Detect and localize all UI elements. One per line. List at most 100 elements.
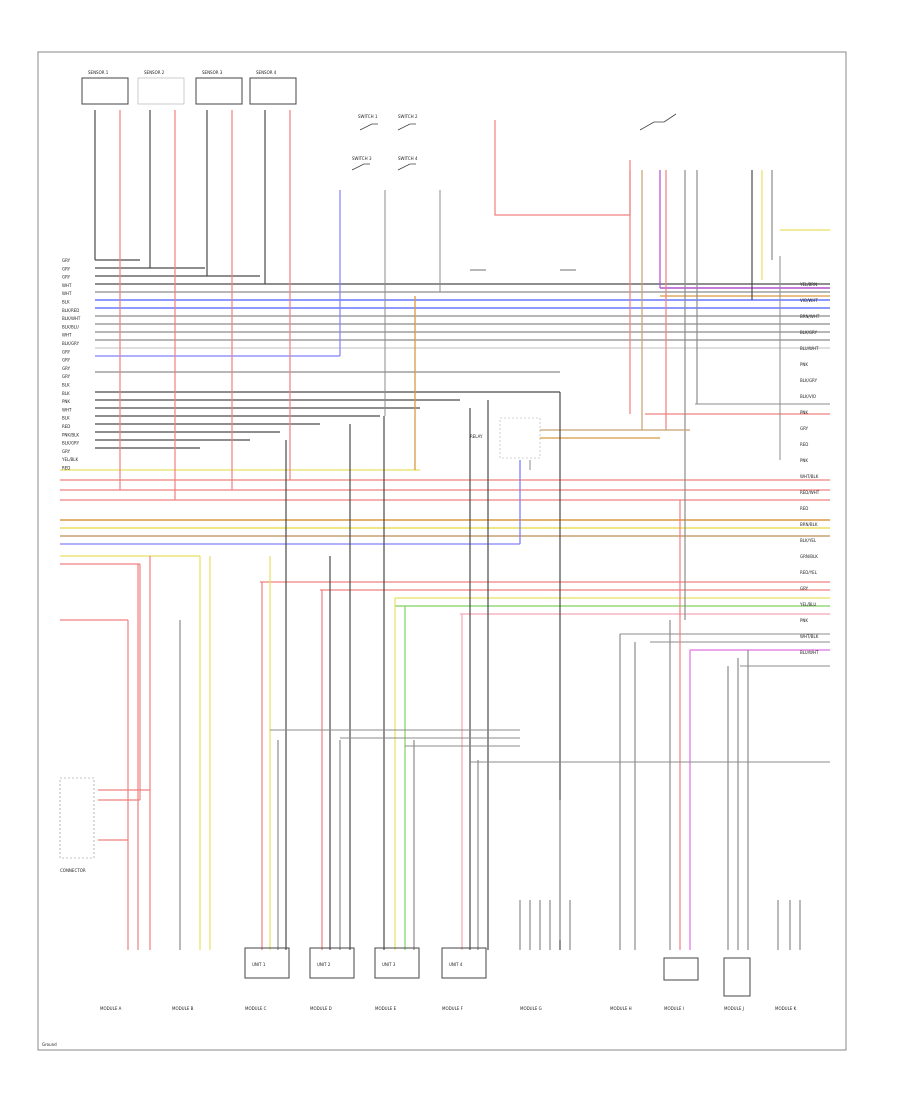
right-row-label: VIO/WHT	[800, 298, 818, 303]
mid-relay-box	[499, 417, 541, 459]
right-row-label: RED	[800, 442, 808, 447]
right-row-label: RED/WHT	[800, 490, 820, 495]
right-row-label: WHT/BLK	[800, 634, 819, 639]
bottom-module-label: MODULE J	[724, 1006, 744, 1011]
left-row-label: BLK	[62, 391, 70, 396]
left-row-label: GRY	[62, 258, 71, 263]
right-row-label: BLU/WHT	[800, 650, 819, 655]
right-row-label: BRN/WHT	[800, 314, 820, 319]
left-row-label: WHT	[62, 291, 72, 296]
component-label-3: UNIT 3	[382, 962, 396, 967]
right-row-label: BLK/VIO	[800, 394, 816, 399]
right-row-label: BLK/GRY	[800, 378, 818, 383]
bottom-module-label: MODULE C	[245, 1006, 267, 1011]
bottom-module-label: MODULE G	[520, 1006, 542, 1011]
left-row-label: GRY	[62, 366, 71, 371]
bottom-module-label: MODULE A	[100, 1006, 122, 1011]
bottom-module-label: MODULE D	[310, 1006, 332, 1011]
left-row-label: YEL/BLK	[61, 457, 79, 462]
left-row-label: BLK	[62, 416, 70, 421]
corner-label: Ground	[42, 1042, 57, 1047]
left-row-label: PNK	[62, 399, 70, 404]
right-row-label: RED/YEL	[800, 570, 818, 575]
switch-label-3: SWITCH 3	[352, 156, 372, 161]
bottom-component-group: UNIT 1 UNIT 2 UNIT 3 UNIT 4	[244, 947, 751, 997]
right-row-label: GRY	[800, 426, 809, 431]
bottom-module-label: MODULE H	[610, 1006, 632, 1011]
right-row-label: BLK/YEL	[800, 538, 817, 543]
left-connector-box	[59, 777, 95, 859]
right-row-label: BLK/GRY	[800, 330, 818, 335]
component-box-4	[441, 947, 487, 979]
component-label-1: UNIT 1	[252, 962, 266, 967]
right-row-label: PNK	[800, 410, 808, 415]
left-connector-label: CONNECTOR	[60, 868, 86, 873]
right-row-label: BLU/WHT	[800, 346, 819, 351]
top-sensor-box-4	[249, 77, 297, 105]
top-sensor-box-1	[81, 77, 129, 105]
top-sensor-label-2: SENSOR 2	[144, 70, 165, 75]
left-row-label: BLK/GRY	[62, 341, 80, 346]
right-row-label-layer: YEL/BRN VIO/WHT BRN/WHT BLK/GRY BLU/WHT PNK BL…	[799, 282, 820, 655]
right-row-label: BRN/BLK	[800, 522, 818, 527]
component-label-2: UNIT 2	[317, 962, 331, 967]
top-sensor-label-3: SENSOR 3	[202, 70, 223, 75]
right-row-label: GRN/BLK	[800, 554, 818, 559]
bottom-module-label: MODULE I	[664, 1006, 684, 1011]
component-label-4: UNIT 4	[449, 962, 463, 967]
left-row-label: GRY	[62, 349, 71, 354]
switch-contact-1	[359, 123, 378, 131]
component-box-5	[663, 957, 699, 981]
right-row-label: PNK	[800, 458, 808, 463]
left-row-label: BLK/BLU	[62, 324, 79, 329]
left-row-label: WHT	[62, 283, 72, 288]
top-sensor-group: SENSOR 1 SENSOR 2 SENSOR 3 SENSOR 4	[81, 70, 297, 105]
left-row-label: RED	[62, 466, 70, 471]
switch-contact-3	[351, 163, 370, 171]
top-sensor-label-4: SENSOR 4	[256, 70, 277, 75]
left-row-label: BLK/RED	[62, 308, 79, 313]
right-row-label: GRY	[800, 586, 809, 591]
left-row-label: BLK/WHT	[62, 316, 81, 321]
right-row-label: YEL/BLU	[799, 602, 816, 607]
left-row-label: WHT	[62, 407, 72, 412]
switch-label-4: SWITCH 4	[398, 156, 418, 161]
left-row-label: GRY	[62, 358, 71, 363]
switch-contact-2	[397, 123, 416, 131]
left-row-label: BLK	[62, 300, 70, 305]
left-row-label: BLK/GRY	[62, 441, 80, 446]
left-row-label: BLK	[62, 383, 70, 388]
component-box-3	[374, 947, 420, 979]
switch-group	[351, 113, 677, 271]
switch-label-2: SWITCH 2	[398, 114, 418, 119]
component-box-1	[244, 947, 290, 979]
left-row-label: RED	[62, 424, 70, 429]
left-row-label: GRY	[62, 374, 71, 379]
left-row-label-layer: GRY GRY GRY WHT WHT BLK BLK/RED BLK/WHT BLK/BLU W…	[61, 258, 81, 471]
top-sensor-label-1: SENSOR 1	[88, 70, 109, 75]
left-row-label: PNK/BLK	[62, 432, 79, 437]
left-row-label: GRY	[62, 275, 71, 280]
right-row-label: WHT/BLK	[800, 474, 819, 479]
left-row-label: GRY	[62, 449, 71, 454]
left-row-label: WHT	[62, 333, 72, 338]
right-row-label: PNK	[800, 618, 808, 623]
bottom-module-label: MODULE K	[775, 1006, 797, 1011]
relay-loop-wire	[494, 120, 631, 216]
bottom-module-label: MODULE B	[172, 1006, 194, 1011]
wire-layer	[60, 110, 830, 950]
component-box-2	[309, 947, 355, 979]
left-row-label: GRY	[62, 266, 71, 271]
component-box-6	[723, 957, 751, 997]
mid-relay-label: RELAY	[470, 434, 483, 439]
right-row-label: YEL/BRN	[799, 282, 817, 287]
right-row-label: RED	[800, 506, 808, 511]
relay-contact-right	[639, 113, 677, 131]
switch-label-1: SWITCH 1	[358, 114, 378, 119]
switch-contact-4	[397, 163, 416, 171]
diagram-frame	[37, 51, 847, 1051]
top-sensor-box-3	[195, 77, 243, 105]
